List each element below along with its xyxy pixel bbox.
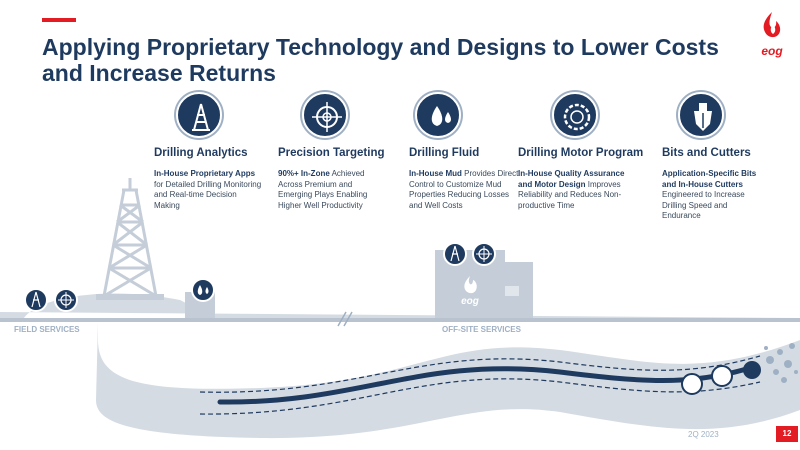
motor-gear-icon <box>552 92 598 138</box>
pillar-description: In-House Mud Provides Direct Control to … <box>409 169 519 210</box>
flame-icon <box>763 12 781 38</box>
pillar-title: Drilling Fluid <box>409 147 480 159</box>
target-crosshair-icon <box>302 92 348 138</box>
drill-bit-icon <box>678 92 724 138</box>
pillar-description: In-House Proprietary Apps for Detailed D… <box>154 169 262 210</box>
bit-marker-icon <box>681 373 703 395</box>
page-title: Applying Proprietary Technology and Desi… <box>42 34 719 86</box>
building-logo-text: eog <box>461 296 479 307</box>
drilling-rig-icon <box>176 92 222 138</box>
field-analytics-marker <box>24 288 48 312</box>
field-fluid-marker <box>191 278 215 302</box>
logo-text: eog <box>761 44 783 58</box>
pillar-description: In-House Quality Assurance and Motor Des… <box>518 169 625 210</box>
break-mark <box>337 311 353 327</box>
title-accent-bar <box>42 18 76 22</box>
field-services-label: FIELD SERVICES <box>14 325 80 334</box>
bit-head <box>743 361 761 379</box>
page-number: 12 <box>776 426 798 442</box>
eog-logo: eog <box>752 10 792 60</box>
footer-date: 2Q 2023 <box>688 430 719 439</box>
pillar-title: Precision Targeting <box>278 147 385 159</box>
motor-marker-icon <box>711 365 733 387</box>
building-flame-icon <box>464 276 477 294</box>
bore-dash-upper <box>199 355 761 393</box>
pillar-title: Drilling Motor Program <box>518 147 644 159</box>
wellbore-band <box>96 322 800 439</box>
offsite-targeting-marker <box>472 242 496 266</box>
rock-formation <box>764 343 798 383</box>
ground-line <box>0 318 800 322</box>
rig-base <box>96 294 164 300</box>
pillar-description: Application-Specific Bits and In-House C… <box>662 169 757 220</box>
pillar-description: 90%+ In-Zone Achieved Across Premium and… <box>278 169 368 210</box>
offsite-analytics-marker <box>443 242 467 266</box>
offsite-services-label: OFF-SITE SERVICES <box>442 325 521 334</box>
field-targeting-marker <box>54 288 78 312</box>
fluid-drops-icon <box>415 92 461 138</box>
pillar-title: Drilling Analytics <box>154 147 248 159</box>
pillar-title: Bits and Cutters <box>662 147 751 159</box>
drilling-rig-tower <box>102 178 158 298</box>
